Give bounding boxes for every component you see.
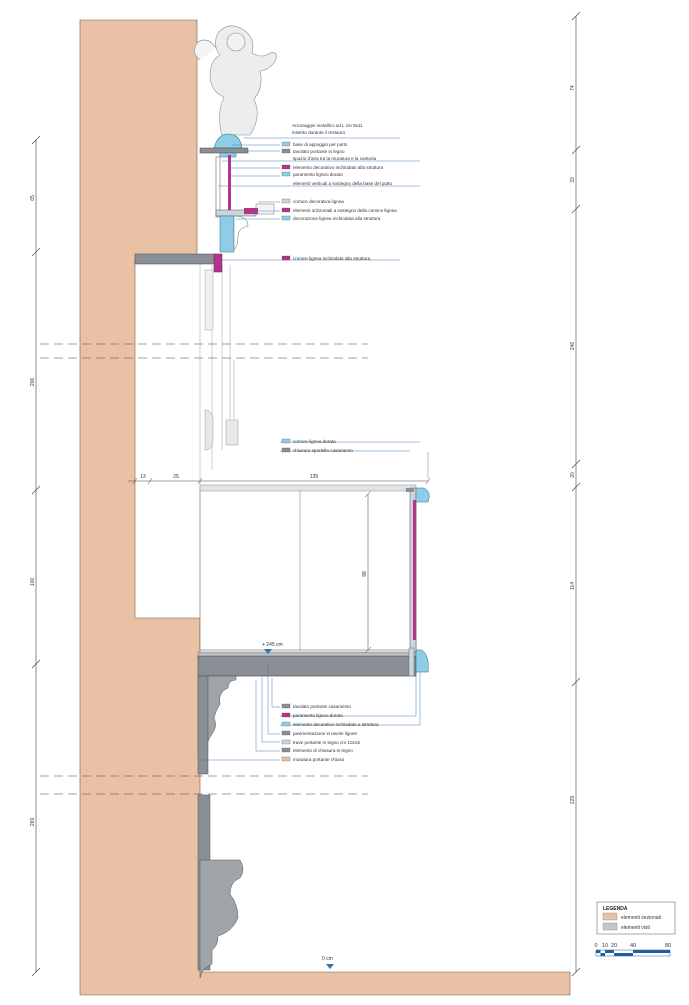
scale-bar: 0 10 20 40 80 — [594, 943, 671, 957]
right-dim-4: 114 — [570, 582, 576, 590]
annotation-9: decorazione lignea inchiodata alla strut… — [293, 216, 381, 221]
annotation-3: spazio d'aria tra la muratura e la canto… — [293, 156, 377, 161]
annotation-18: elemento di chiusura in legno — [293, 748, 353, 753]
annotation-4: elemento decorativo inchiodato alla stru… — [293, 165, 384, 170]
organ-elevation-lines — [199, 258, 239, 490]
annotation-7: cornice decorativa lignea — [293, 199, 344, 204]
annotation-10: cornice lignea inchiodata alla struttura — [293, 256, 371, 261]
dim-98: 98 — [362, 571, 368, 577]
annotation-17: trave portante in legno cm 10x15 — [293, 740, 360, 745]
left-dim-3: 269 — [30, 818, 36, 827]
annotation-5: paramento ligneo dorato — [293, 172, 343, 177]
elevation-lower-text: 0 cm — [322, 956, 333, 962]
floor-beam — [197, 647, 429, 677]
legend-label-1: elementi visti — [621, 925, 650, 931]
annotation-16: pavimentazione in tavole lignee — [293, 731, 358, 736]
dim-135: 135 — [310, 474, 319, 480]
putto-statue — [194, 25, 277, 136]
left-dimension-line — [31, 135, 41, 977]
annotation-11: cornice lignea dorata — [293, 439, 336, 444]
right-dimension-line — [571, 11, 581, 977]
dim-13: 13 — [140, 474, 146, 480]
right-dim-2: 246 — [570, 342, 576, 351]
scale-tick-0: 0 — [594, 943, 597, 949]
right-dim-0: 74 — [570, 85, 576, 91]
annotation-2: tavolato portante in legno — [293, 149, 345, 154]
cornice-nailed — [134, 253, 223, 273]
legend-title: LEGENDA — [603, 906, 628, 912]
elevation-marker-upper: + 245 cm — [262, 642, 283, 654]
legend-swatch-0 — [602, 912, 618, 921]
carved-console — [197, 675, 237, 775]
annotation-0-line2: inserito durante il restauro — [292, 130, 346, 135]
organ-case — [199, 484, 430, 653]
right-dim-3: 20 — [570, 472, 576, 478]
legend-swatch-1 — [602, 922, 618, 931]
annotation-8: elementi orizzontali a sostegno della co… — [293, 208, 397, 213]
annotation-19: muratura portante chiusa — [293, 757, 345, 762]
putto-base — [199, 133, 249, 158]
annotation-1: base di appoggio per putto — [293, 142, 348, 147]
scale-tick-4: 80 — [665, 943, 671, 949]
annotations: Ancoraggio metallico sd.L cm 9x11 inseri… — [281, 123, 397, 762]
leader-lines — [200, 137, 429, 761]
dim-25: 25 — [173, 474, 179, 480]
annotation-14: paramento ligneo dorato — [293, 713, 343, 718]
legend: LEGENDA elementi sezionati elementi vist… — [596, 901, 676, 935]
elevation-upper-text: + 245 cm — [262, 642, 283, 648]
scale-tick-2: 20 — [611, 943, 617, 949]
right-dim-5: 229 — [570, 796, 576, 805]
annotation-6: elementi verticali a sostegno della base… — [293, 181, 393, 186]
left-dim-1: 206 — [30, 378, 36, 387]
left-dim-2: 100 — [30, 578, 36, 587]
legend-label-0: elementi sezionati — [621, 915, 661, 921]
annotation-13: tavolato portante casamento — [293, 704, 351, 709]
upper-cornice — [215, 203, 275, 253]
scale-tick-1: 10 — [602, 943, 608, 949]
base-molding — [197, 794, 244, 979]
left-dim-0: 65 — [30, 195, 36, 201]
interior-dimensions — [128, 477, 431, 654]
elevation-marker-lower: 0 cm — [322, 956, 334, 969]
break-lines — [40, 343, 368, 795]
annotation-12: chiusura sportello casamento — [293, 448, 353, 453]
vertical-supports — [215, 155, 231, 218]
annotation-0-line1: Ancoraggio metallico sd.L cm 9x11 — [292, 123, 363, 128]
scale-tick-3: 40 — [630, 943, 636, 949]
annotation-15: elemento decorativo inchiodato a struttu… — [293, 722, 379, 727]
right-dim-1: 33 — [570, 177, 576, 183]
